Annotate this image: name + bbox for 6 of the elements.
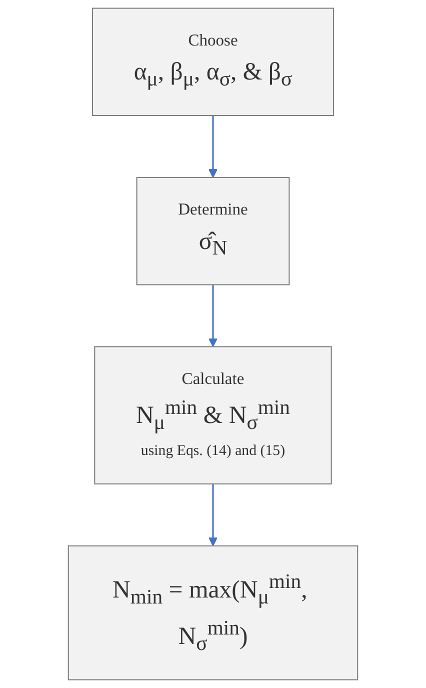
node-box: N$_{min}$ = max(N$_{μ}$$^{min}$, N$_{σ}$$^{min}$)	[68, 545, 358, 680]
node-box: Choose α$_{μ}$, β$_{μ}$, α$_{σ}$, & β$_{σ}$	[92, 8, 334, 116]
arrow	[208, 116, 218, 178]
node-box: Determine σ̂$_{N}$	[136, 176, 290, 286]
arrow	[208, 484, 218, 546]
arrow	[208, 284, 218, 348]
